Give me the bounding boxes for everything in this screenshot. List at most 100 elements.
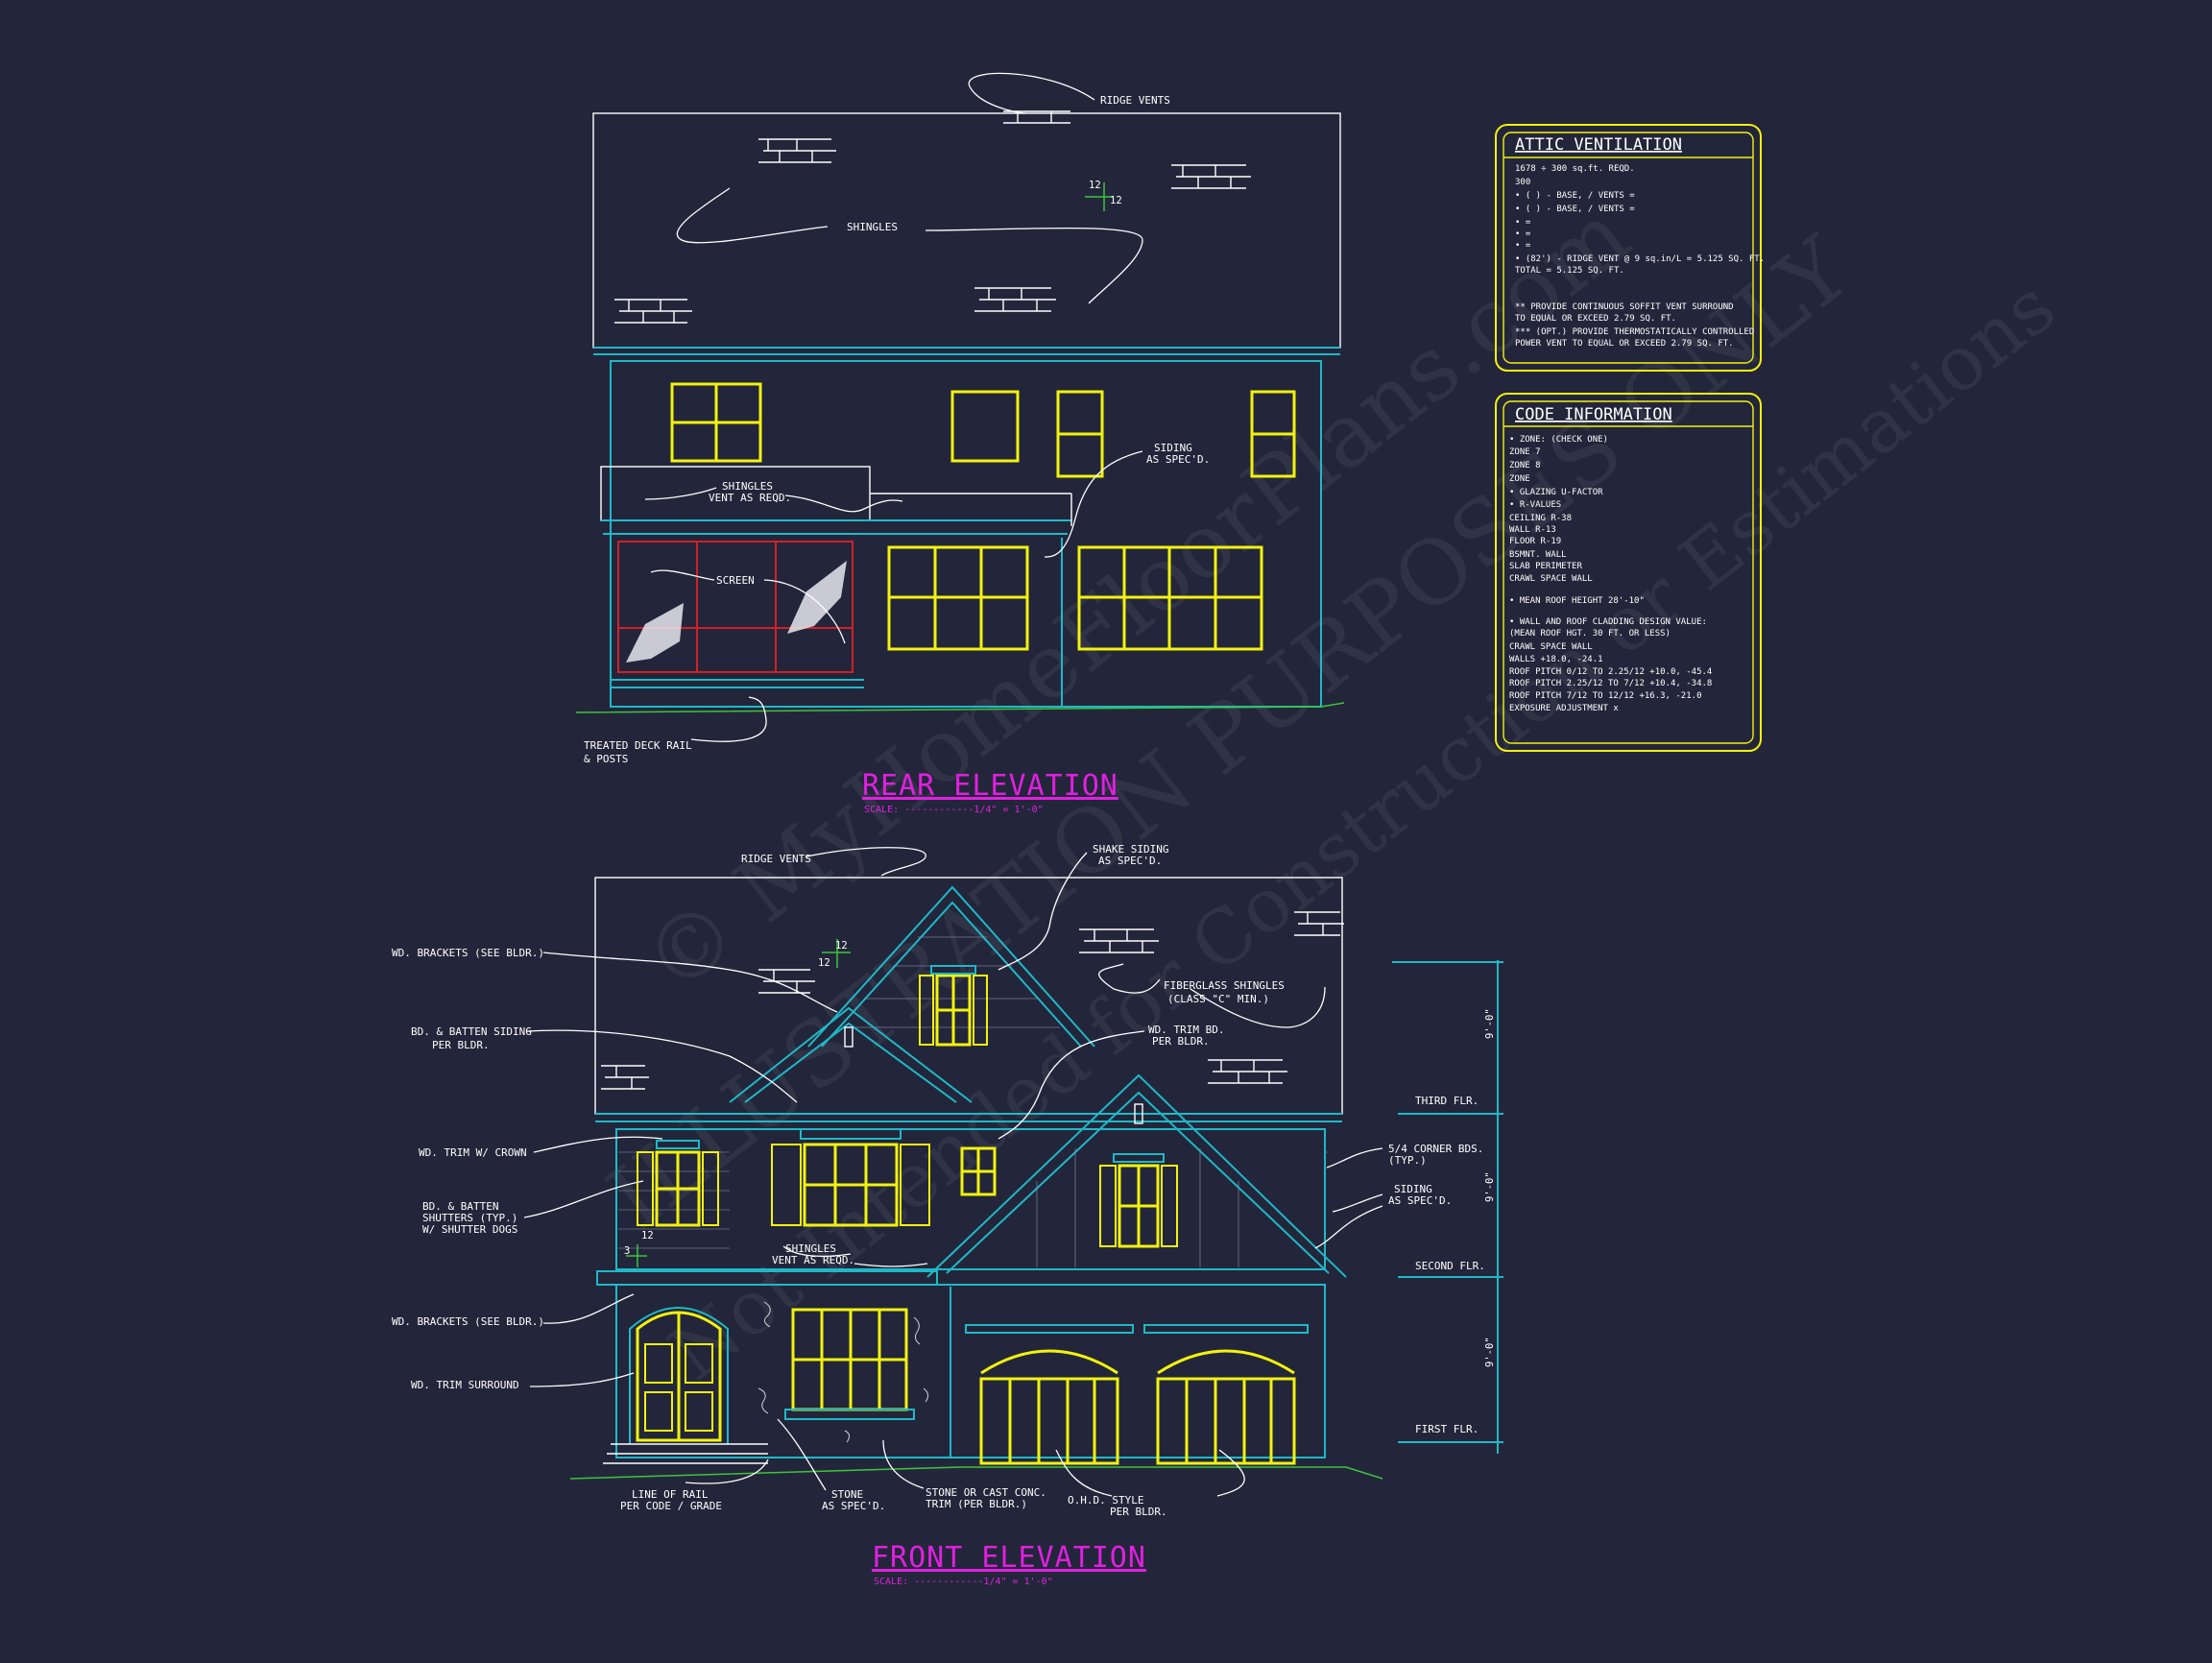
code-line: BSMNT. WALL	[1509, 550, 1567, 560]
front-porch-pitch-run: 12	[641, 1230, 654, 1241]
front-rail-label-1: LINE OF RAIL	[632, 1488, 709, 1501]
front-corner-bds-label-1: 5/4 CORNER BDS.	[1388, 1143, 1483, 1155]
code-line: • R-VALUES	[1509, 500, 1561, 510]
front-elevation-title: FRONT ELEVATION	[872, 1541, 1146, 1575]
rear-upper-windows	[670, 382, 1296, 478]
rear-roof-vent-symbols	[614, 110, 1251, 324]
front-shake-siding-label-2: AS SPEC'D.	[1098, 855, 1162, 867]
code-line: • WALL AND ROOF CLADDING DESIGN VALUE:	[1509, 617, 1707, 627]
rear-screen-label: SCREEN	[716, 574, 755, 587]
attic-line: ** PROVIDE CONTINUOUS SOFFIT VENT SURROU…	[1515, 302, 1734, 312]
code-line: CRAWL SPACE WALL	[1509, 642, 1593, 652]
front-shutters-label-3: W/ SHUTTER DOGS	[422, 1223, 517, 1236]
attic-line: • =	[1515, 229, 1531, 239]
front-second-floor-windows	[637, 1143, 1178, 1248]
front-dim-first: 9'-0"	[1484, 1337, 1496, 1367]
third-floor-label: THIRD FLR.	[1415, 1095, 1479, 1107]
front-roof-vent-symbols	[601, 911, 1344, 1090]
code-information-panel: CODE INFORMATION • ZONE: (CHECK ONE) ZON…	[1495, 393, 1762, 752]
front-gable-window	[919, 974, 988, 1047]
code-line: ROOF PITCH 7/12 TO 12/12 +16.3, -21.0	[1509, 691, 1701, 701]
front-stone-label-1: STONE	[831, 1488, 863, 1501]
code-line: FLOOR R-19	[1509, 537, 1561, 546]
code-line: ZONE 8	[1509, 461, 1541, 470]
code-line: • GLAZING U-FACTOR	[1509, 488, 1603, 497]
rear-pitch-rise: 12	[1089, 180, 1101, 191]
attic-line: • =	[1515, 218, 1531, 228]
front-trim-surround-label: WD. TRIM SURROUND	[411, 1379, 519, 1391]
front-fiberglass-label-1: FIBERGLASS SHINGLES	[1164, 979, 1285, 992]
front-entry-door	[636, 1311, 722, 1442]
front-fiberglass-label-2: (CLASS "C" MIN.)	[1167, 993, 1269, 1005]
front-stone-label-2: AS SPEC'D.	[822, 1500, 885, 1512]
front-ohd-label-2: PER BLDR.	[1110, 1506, 1167, 1518]
front-brackets-top-label: WD. BRACKETS (SEE BLDR.)	[392, 947, 544, 959]
code-line: CEILING R-38	[1509, 514, 1572, 523]
front-stone-trim-label-1: STONE OR CAST CONC.	[926, 1486, 1046, 1499]
rear-shingles-vent-label-2: VENT AS REQD.	[709, 492, 791, 504]
rear-pitch-run: 12	[1110, 195, 1122, 206]
front-trim-crown-label: WD. TRIM W/ CROWN	[419, 1146, 527, 1159]
code-line: ZONE 7	[1509, 447, 1541, 457]
front-elevation: 12 12	[392, 843, 1503, 1587]
rear-elevation-title: REAR ELEVATION	[862, 769, 1118, 803]
front-leaders	[523, 847, 1383, 1497]
front-shutters-label-1: BD. & BATTEN	[422, 1200, 498, 1213]
front-ohd-label-1: O.H.D. STYLE	[1068, 1494, 1143, 1506]
front-brackets-low-label: WD. BRACKETS (SEE BLDR.)	[392, 1315, 544, 1328]
front-second-floor-wall	[615, 1128, 1326, 1270]
front-pitch-rise: 12	[818, 957, 830, 969]
attic-line: • ( ) - BASE, / VENTS =	[1515, 205, 1635, 214]
attic-line: • =	[1515, 241, 1531, 251]
watermark-line-2: ILLUSTRATION PURPOSES ONLY	[589, 217, 1870, 1249]
code-line: • ZONE: (CHECK ONE)	[1509, 435, 1608, 445]
code-information-title: CODE INFORMATION	[1515, 405, 1672, 424]
second-floor-label: SECOND FLR.	[1415, 1260, 1485, 1272]
front-bd-batten-label-1: BD. & BATTEN SIDING	[411, 1025, 532, 1038]
code-line: (MEAN ROOF HGT. 30 FT. OR LESS)	[1509, 629, 1671, 639]
front-dimension-lines	[1392, 960, 1503, 1454]
attic-line: • ( ) - BASE, / VENTS =	[1515, 191, 1635, 201]
attic-line: TOTAL = 5.125 SQ. FT.	[1515, 266, 1624, 276]
code-line: ROOF PITCH 2.25/12 TO 7/12 +10.4, -34.8	[1509, 679, 1712, 688]
front-ridge-vents-label: RIDGE VENTS	[741, 853, 811, 865]
code-line: CRAWL SPACE WALL	[1509, 574, 1593, 584]
code-line: WALL R-13	[1509, 525, 1556, 535]
front-siding-label-1: SIDING	[1394, 1183, 1432, 1195]
front-bay-window	[791, 1308, 908, 1411]
front-pitch-run: 12	[835, 940, 848, 952]
rear-screen-porch	[611, 541, 864, 688]
rear-lower-windows	[887, 545, 1263, 651]
front-elevation-scale: SCALE: ------------1/4" = 1'-0"	[874, 1577, 1053, 1587]
front-right-gable	[926, 1073, 1347, 1278]
code-line: ZONE	[1509, 474, 1530, 484]
code-line: • MEAN ROOF HEIGHT 28'-10"	[1509, 596, 1645, 606]
front-stone-trim-label-2: TRIM (PER BLDR.)	[926, 1498, 1027, 1510]
attic-ventilation-lines: 1678 ÷ 300 sq.ft. REQD. 300 • ( ) - BASE…	[1515, 164, 1765, 349]
code-line: SLAB PERIMETER	[1509, 562, 1582, 571]
front-bd-batten-label-2: PER BLDR.	[432, 1039, 490, 1051]
front-shingles-vent-label-2: VENT AS REQD.	[772, 1254, 854, 1266]
front-rail-label-2: PER CODE / GRADE	[620, 1500, 722, 1512]
front-corner-bds-label-2: (TYP.)	[1388, 1154, 1427, 1167]
rear-elevation: 12 12	[575, 72, 1345, 815]
first-floor-label: FIRST FLR.	[1415, 1423, 1479, 1435]
attic-line: POWER VENT TO EQUAL OR EXCEED 2.79 SQ. F…	[1515, 339, 1734, 349]
attic-line: TO EQUAL OR EXCEED 2.79 SQ. FT.	[1515, 314, 1676, 324]
rear-elevation-scale: SCALE: ------------1/4" = 1'-0"	[864, 805, 1044, 815]
rear-deck-label-1: TREATED DECK RAIL	[584, 739, 692, 752]
attic-line: 1678 ÷ 300 sq.ft. REQD.	[1515, 164, 1635, 174]
attic-line: • (82') - RIDGE VENT @ 9 sq.in/L = 5.125…	[1515, 254, 1765, 264]
rear-leaders	[644, 72, 1143, 742]
front-siding-label-2: AS SPEC'D.	[1388, 1194, 1452, 1207]
attic-line: *** (OPT.) PROVIDE THERMOSTATICALLY CONT…	[1515, 327, 1754, 337]
front-garage-doors	[979, 1349, 1296, 1465]
rear-siding-label-1: SIDING	[1154, 442, 1192, 454]
front-trim-bd-label-2: PER BLDR.	[1152, 1035, 1210, 1048]
attic-ventilation-title: ATTIC VENTILATION	[1515, 135, 1682, 155]
front-left-gable	[729, 1006, 973, 1103]
attic-line: 300	[1515, 178, 1530, 187]
code-line: EXPOSURE ADJUSTMENT x	[1509, 704, 1619, 713]
front-porch-pitch-rise: 3	[624, 1245, 630, 1257]
attic-ventilation-panel: ATTIC VENTILATION 1678 ÷ 300 sq.ft. REQD…	[1495, 124, 1765, 372]
